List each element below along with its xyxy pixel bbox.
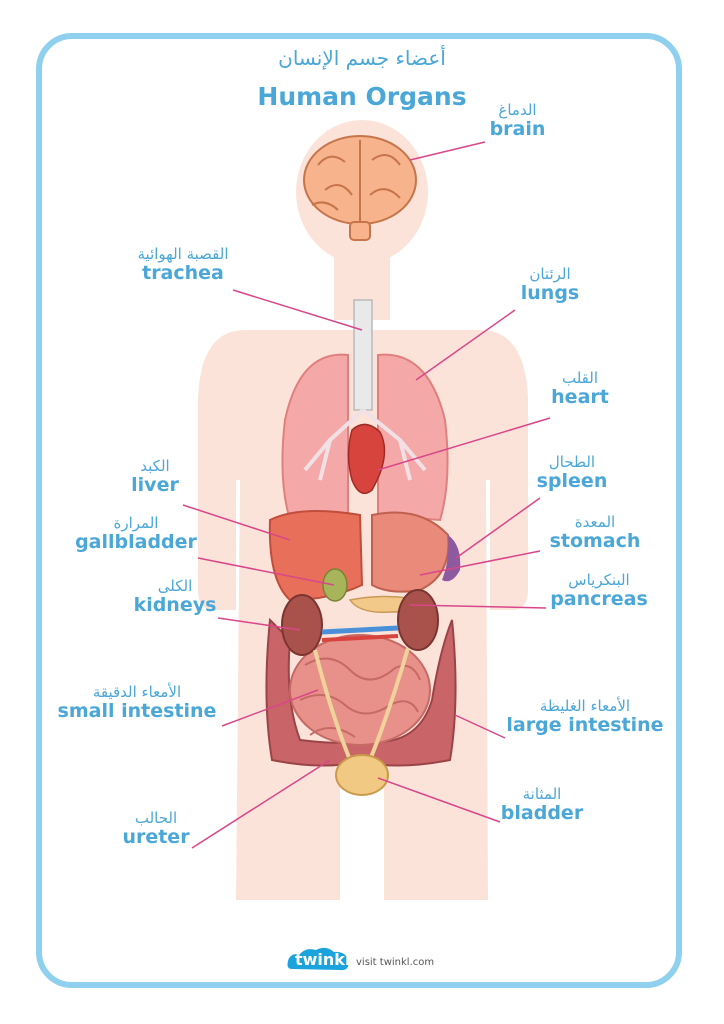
leader-spleen bbox=[455, 497, 541, 559]
leader-lines bbox=[182, 141, 551, 849]
leader-heart bbox=[377, 417, 551, 471]
label-trachea-ar: القصبة الهوائية bbox=[137, 245, 229, 263]
label-large-intestine-ar: الأمعاء الغليظة bbox=[539, 697, 631, 715]
label-kidneys-en: kidneys bbox=[133, 593, 217, 616]
label-pancreas-en: pancreas bbox=[550, 587, 648, 610]
twinkl-logo-text: twinkl bbox=[295, 950, 351, 969]
ureter-organ bbox=[313, 647, 410, 761]
liver-organ bbox=[268, 510, 364, 602]
large-intestine-organ bbox=[265, 617, 457, 767]
label-lungs-ar: الرئتان bbox=[529, 265, 571, 283]
bladder-organ bbox=[335, 754, 389, 796]
label-liver-en: liver bbox=[131, 473, 179, 496]
label-large-intestine: الأمعاء الغليظة large intestine bbox=[505, 698, 665, 735]
stomach-organ bbox=[371, 511, 450, 593]
label-lungs-en: lungs bbox=[520, 281, 580, 304]
leader-trachea bbox=[232, 289, 363, 331]
poster-frame bbox=[36, 33, 682, 988]
leader-kidneys bbox=[217, 617, 301, 631]
label-large-intestine-en: large intestine bbox=[506, 713, 664, 736]
leader-liver bbox=[182, 504, 291, 541]
leader-large-intestine bbox=[454, 714, 506, 739]
leader-small-intestine bbox=[221, 689, 319, 727]
label-lungs: الرئتان lungs bbox=[500, 266, 600, 303]
label-ureter: الحالب ureter bbox=[116, 810, 196, 847]
label-pancreas: البنكرياس pancreas bbox=[544, 572, 654, 609]
label-small-intestine: الأمعاء الدقيقة small intestine bbox=[52, 684, 222, 721]
label-small-intestine-ar: الأمعاء الدقيقة bbox=[92, 683, 182, 701]
label-spleen-en: spleen bbox=[536, 469, 608, 492]
kidneys-organ bbox=[281, 589, 439, 656]
leader-gallbladder bbox=[197, 557, 335, 586]
label-liver: الكبد liver bbox=[110, 458, 200, 495]
label-heart: القلب heart bbox=[530, 370, 630, 407]
label-brain-en: brain bbox=[489, 117, 546, 140]
brain-organ bbox=[303, 135, 417, 241]
leader-brain bbox=[409, 141, 486, 161]
label-pancreas-ar: البنكرياس bbox=[568, 571, 630, 589]
label-ureter-en: ureter bbox=[122, 825, 190, 848]
label-stomach-ar: المعدة bbox=[574, 513, 616, 531]
lungs-organ bbox=[281, 353, 449, 522]
label-liver-ar: الكبد bbox=[140, 457, 170, 475]
label-stomach: المعدة stomach bbox=[540, 514, 650, 551]
leader-lungs bbox=[415, 309, 516, 381]
label-kidneys-ar: الكلى bbox=[157, 577, 193, 595]
label-small-intestine-en: small intestine bbox=[57, 699, 217, 722]
leader-ureter bbox=[191, 759, 331, 849]
label-kidneys: الكلى kidneys bbox=[125, 578, 225, 615]
label-gallbladder-en: gallbladder bbox=[75, 530, 197, 553]
small-intestine-organ bbox=[289, 634, 431, 746]
title-arabic: أعضاء جسم الإنسان bbox=[278, 46, 446, 70]
trachea-organ bbox=[353, 299, 373, 411]
label-bladder-ar: المثانة bbox=[522, 785, 562, 803]
label-heart-ar: القلب bbox=[561, 369, 599, 387]
visit-link[interactable]: visit twinkl.com bbox=[356, 957, 435, 968]
label-brain-ar: الدماغ bbox=[498, 101, 537, 119]
label-gallbladder-ar: المرارة bbox=[113, 514, 159, 532]
label-spleen: الطحال spleen bbox=[522, 454, 622, 491]
label-heart-en: heart bbox=[551, 385, 609, 408]
label-stomach-en: stomach bbox=[549, 529, 641, 552]
label-bladder: المثانة bladder bbox=[494, 786, 590, 823]
label-gallbladder: المرارة gallbladder bbox=[68, 515, 204, 552]
label-brain: الدماغ brain bbox=[470, 102, 565, 139]
leader-stomach bbox=[419, 550, 541, 576]
label-bladder-en: bladder bbox=[500, 801, 584, 824]
heart-organ bbox=[347, 423, 386, 495]
title-english: Human Organs bbox=[257, 82, 467, 111]
label-ureter-ar: الحالب bbox=[134, 809, 178, 827]
leader-bladder bbox=[377, 777, 501, 823]
twinkl-logo-icon[interactable] bbox=[286, 945, 350, 975]
label-spleen-ar: الطحال bbox=[548, 453, 596, 471]
gallbladder-organ bbox=[322, 568, 348, 602]
leader-pancreas bbox=[409, 604, 547, 609]
label-trachea: القصبة الهوائية trachea bbox=[108, 246, 258, 283]
label-trachea-en: trachea bbox=[142, 261, 224, 284]
